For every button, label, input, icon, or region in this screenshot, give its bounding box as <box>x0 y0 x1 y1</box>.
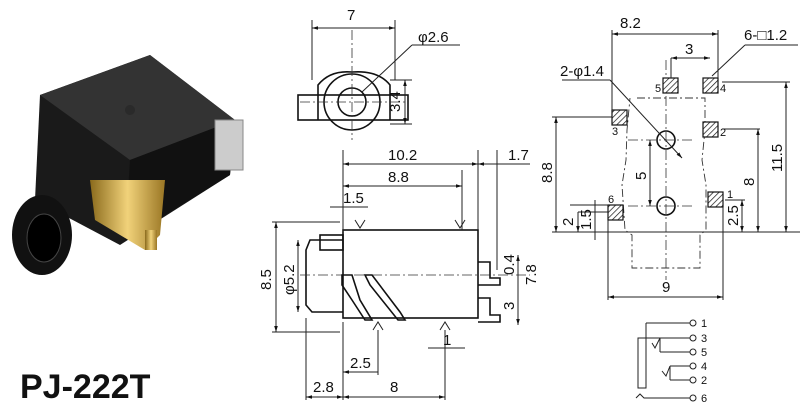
dim-hole-dia: φ2.6 <box>418 29 449 46</box>
dim-hole-spacing: 5 <box>633 172 650 180</box>
dim-bottom-offset: 2.5 <box>350 355 371 372</box>
dim-bottom-span: 8 <box>390 379 398 396</box>
pad-label-5: 5 <box>655 83 661 95</box>
pad-label-4: 4 <box>720 83 726 95</box>
model-title: PJ-222T <box>20 368 151 406</box>
pad-label-2: 2 <box>720 127 726 139</box>
dim-front-width: 7 <box>347 7 355 24</box>
front-view <box>297 20 460 140</box>
dim-width-top: 8.2 <box>620 15 641 32</box>
dim-pin1-y: 2.5 <box>725 205 742 226</box>
footprint-view <box>552 30 800 300</box>
hole-note: 2-φ1.4 <box>560 63 604 80</box>
dim-length-pins: 8.8 <box>388 169 409 186</box>
schematic-pin-1: 1 <box>701 318 707 330</box>
dim-pin6-y: 2 <box>560 218 577 226</box>
schematic-pin-6: 6 <box>701 393 707 405</box>
pad-label-6: 6 <box>608 194 614 206</box>
pad-label-1: 1 <box>727 189 733 201</box>
pad-label-3: 3 <box>612 126 618 138</box>
dim-barrel-dia: φ5.2 <box>281 264 298 295</box>
dim-offset-right: 1.7 <box>508 147 529 164</box>
side-view <box>272 150 530 400</box>
dim-nose: 2.8 <box>313 379 334 396</box>
dim-pin-gap: 0.4 <box>501 254 518 275</box>
schematic-pin-3: 3 <box>701 333 707 345</box>
product-photo <box>12 55 244 275</box>
dim-width-bottom: 9 <box>662 279 670 296</box>
dim-pin6-size: 1.5 <box>578 209 595 230</box>
dim-pin-pitch: 3 <box>501 302 518 310</box>
dim-height-left: 8.8 <box>539 162 556 183</box>
dim-height-right: 11.5 <box>769 144 786 172</box>
schematic-pin-4: 4 <box>701 361 707 373</box>
dim-height-pin2: 8 <box>741 178 758 186</box>
dim-pin-width: 1 <box>443 332 451 349</box>
dim-pitch-top: 3 <box>685 41 693 58</box>
schematic-pin-5: 5 <box>701 347 707 359</box>
pin-schematic <box>635 319 697 402</box>
pad-note: 6-□1.2 <box>744 27 787 44</box>
dim-length-total: 10.2 <box>388 147 417 164</box>
dim-front-height: 3.4 <box>387 91 404 112</box>
dim-pin-span: 7.8 <box>523 264 540 285</box>
dim-height: 8.5 <box>258 269 275 290</box>
schematic-pin-2: 2 <box>701 375 707 387</box>
dim-pin-offset: 1.5 <box>343 190 364 207</box>
